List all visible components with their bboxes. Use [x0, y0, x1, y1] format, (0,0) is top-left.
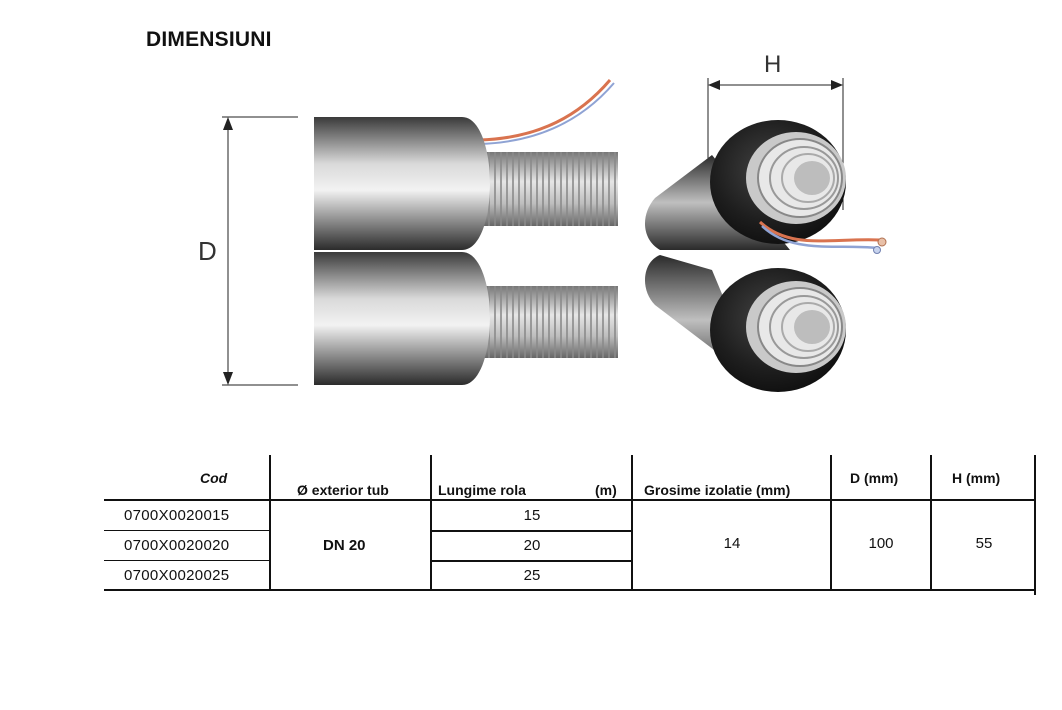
dimension-d — [222, 116, 298, 386]
header-lungime-unit: (m) — [595, 482, 617, 498]
table-row-cod: 0700X0020025 — [124, 567, 230, 584]
header-cod: Cod — [200, 470, 228, 486]
table-divider — [631, 455, 633, 591]
d-value: 100 — [868, 535, 894, 552]
table-row-cod: 0700X0020020 — [124, 537, 230, 554]
table-divider — [104, 499, 1036, 501]
table-row-lungime: 15 — [523, 507, 541, 524]
page-title: DIMENSIUNI — [146, 28, 272, 51]
table-divider — [104, 589, 1036, 591]
grosime-value: 14 — [723, 535, 741, 552]
table-divider — [104, 530, 270, 531]
table-divider — [430, 455, 432, 591]
header-h: H (mm) — [952, 470, 1001, 486]
label-d: D — [198, 236, 217, 266]
header-grosime: Grosime izolatie (mm) — [644, 482, 791, 498]
header-d: D (mm) — [850, 470, 899, 486]
table-divider — [432, 530, 632, 532]
table-row-cod: 0700X0020015 — [124, 507, 230, 524]
table-row-lungime: 25 — [523, 567, 541, 584]
table-divider — [269, 455, 271, 591]
table-divider — [104, 560, 270, 561]
header-lungime: Lungime rola — [438, 482, 526, 498]
header-exterior: Ø exterior tub — [297, 482, 389, 498]
table-divider — [930, 455, 932, 591]
table-divider — [432, 560, 632, 562]
table-divider — [830, 455, 832, 591]
pipe-end-view — [644, 120, 887, 392]
pipe-dimensions-illustration: D H — [198, 51, 887, 392]
label-h: H — [764, 51, 781, 78]
table-divider — [1034, 455, 1036, 595]
pipe-side-view — [314, 79, 618, 385]
h-value: 55 — [975, 535, 993, 552]
table-row-lungime: 20 — [523, 537, 541, 554]
exterior-value: DN 20 — [323, 537, 366, 554]
